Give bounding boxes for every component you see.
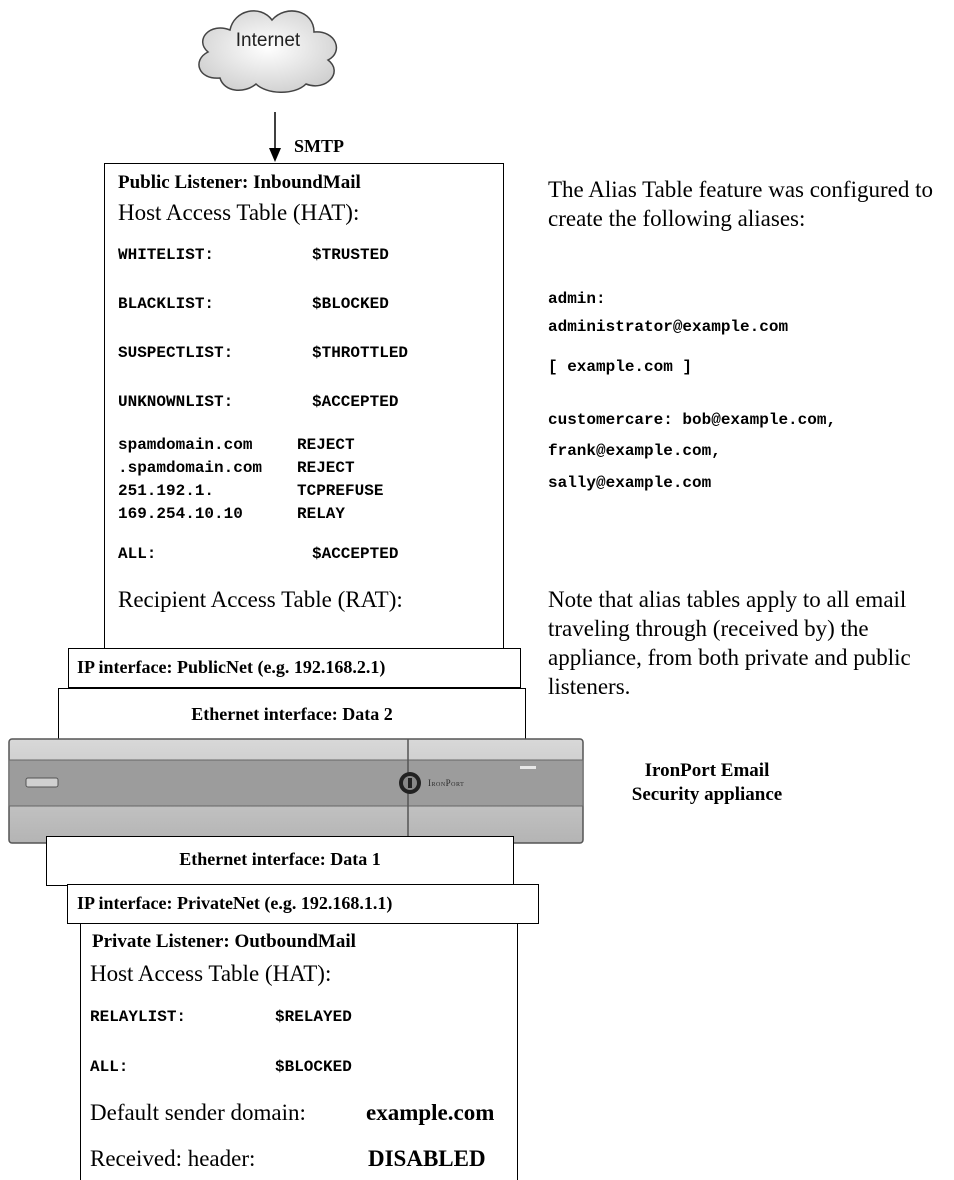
public-listener-box bbox=[104, 163, 504, 663]
ethernet-data2-box bbox=[58, 688, 526, 740]
private-hat-heading: Host Access Table (HAT): bbox=[90, 961, 332, 986]
hat-row-key: ALL: bbox=[118, 545, 157, 563]
hat-row-key: ALL: bbox=[90, 1058, 129, 1076]
ethernet-data1-box bbox=[46, 836, 514, 886]
hat-row-value: $BLOCKED bbox=[275, 1058, 352, 1076]
default-sender-label: Default sender domain: bbox=[90, 1100, 306, 1125]
appliance-brand-text: IronPort bbox=[428, 778, 465, 788]
smtp-label: SMTP bbox=[294, 136, 345, 156]
ethernet-data2-label: Ethernet interface: Data 2 bbox=[191, 704, 393, 724]
ironport-appliance-icon bbox=[8, 738, 584, 844]
private-listener-title: Private Listener: OutboundMail bbox=[92, 931, 356, 952]
smtp-arrow bbox=[269, 112, 281, 162]
default-sender-value: example.com bbox=[366, 1100, 495, 1125]
hat-row-key: 251.192.1. bbox=[118, 482, 215, 500]
public-rat-heading: Recipient Access Table (RAT): bbox=[118, 587, 403, 612]
hat-row-key: SUSPECTLIST: bbox=[118, 344, 234, 362]
alias-scope-note: Note that alias tables apply to all emai… bbox=[548, 587, 911, 699]
hat-row-value: REJECT bbox=[297, 436, 355, 454]
hat-row-key: .spamdomain.com bbox=[118, 459, 263, 477]
hat-row-value: $ACCEPTED bbox=[312, 545, 399, 563]
ip-interface-private-label: IP interface: PrivateNet (e.g. 192.168.1… bbox=[77, 893, 393, 913]
internet-cloud-icon bbox=[198, 10, 338, 93]
hat-row-key: WHITELIST: bbox=[118, 246, 215, 264]
public-hat-heading: Host Access Table (HAT): bbox=[118, 200, 360, 225]
alias-domain: [ example.com ] bbox=[548, 358, 693, 376]
alias-admin: admin: bbox=[548, 290, 606, 308]
alias-customercare-sally: sally@example.com bbox=[548, 474, 712, 492]
public-listener-title: Public Listener: InboundMail bbox=[118, 172, 361, 193]
hat-row-value: RELAY bbox=[297, 505, 346, 523]
hat-row-key: RELAYLIST: bbox=[90, 1008, 187, 1026]
hat-row-value: $RELAYED bbox=[275, 1008, 352, 1026]
internet-label: Internet bbox=[235, 30, 301, 51]
hat-row-value: TCPREFUSE bbox=[297, 482, 384, 500]
alias-intro-text: The Alias Table feature was configured t… bbox=[548, 177, 933, 231]
alias-admin-address: administrator@example.com bbox=[548, 318, 789, 336]
hat-row-value: $TRUSTED bbox=[312, 246, 389, 264]
ethernet-data1-label: Ethernet interface: Data 1 bbox=[179, 849, 381, 869]
hat-row-value: REJECT bbox=[297, 459, 355, 477]
hat-row-key: 169.254.10.10 bbox=[118, 505, 243, 523]
alias-customercare-frank: frank@example.com, bbox=[548, 442, 721, 460]
hat-row-value: $BLOCKED bbox=[312, 295, 389, 313]
received-header-value: DISABLED bbox=[368, 1146, 486, 1171]
hat-row-value: $ACCEPTED bbox=[312, 393, 399, 411]
private-listener-box bbox=[80, 923, 518, 1180]
received-header-label: Received: header: bbox=[90, 1146, 256, 1171]
ip-interface-private-box bbox=[67, 884, 539, 924]
appliance-label-line1: IronPort Email bbox=[644, 760, 770, 781]
hat-row-value: $THROTTLED bbox=[312, 344, 409, 362]
ip-interface-public-box bbox=[68, 648, 521, 688]
hat-row-key: spamdomain.com bbox=[118, 436, 253, 454]
hat-row-key: BLACKLIST: bbox=[118, 295, 215, 313]
appliance-label-line2: Security appliance bbox=[631, 784, 783, 805]
hat-row-key: UNKNOWNLIST: bbox=[118, 393, 234, 411]
alias-customercare: customercare: bob@example.com, bbox=[548, 411, 837, 429]
ip-interface-public-label: IP interface: PublicNet (e.g. 192.168.2.… bbox=[77, 657, 386, 677]
